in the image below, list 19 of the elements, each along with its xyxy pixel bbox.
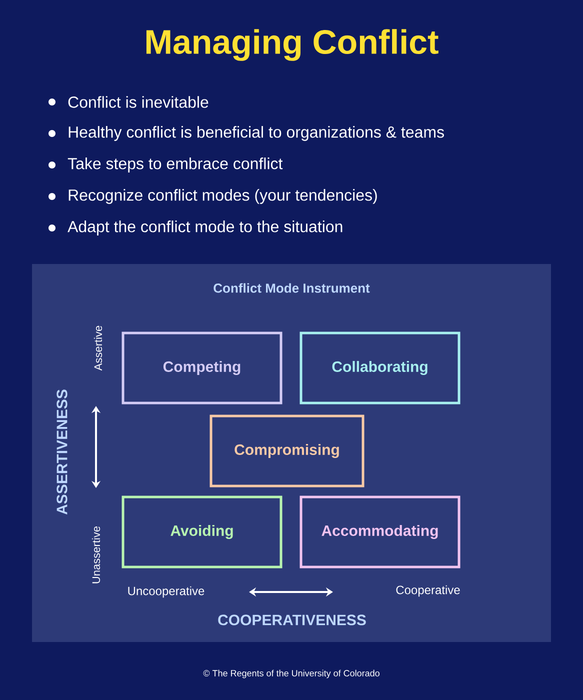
bullet-item: Take steps to embrace conflict	[48, 158, 283, 172]
mode-box: Collaborating	[300, 332, 460, 404]
bullet-item: Healthy conflict is beneficial to organizations & teams	[48, 126, 444, 141]
axis-label: Uncooperative	[128, 586, 204, 598]
mode-box: Competing	[122, 332, 282, 404]
copyright-note: © The Regents of the University of Colorado	[203, 670, 380, 678]
mode-box: Accommodating	[300, 496, 460, 568]
axis-label: Cooperative	[396, 585, 460, 597]
axis-title: COOPERATIVENESS	[218, 614, 366, 626]
mode-box: Avoiding	[122, 496, 282, 568]
axis-label: Assertive	[94, 326, 102, 371]
axis-label: Unassertive	[92, 526, 100, 584]
mode-box: Compromising	[210, 414, 364, 488]
bullet-item: Recognize conflict modes (your tendencies)	[48, 189, 377, 204]
panel-title: Conflict Mode Instrument	[214, 283, 370, 293]
axis-title: ASSERTIVENESS	[56, 390, 68, 515]
title: Managing Conflict	[146, 29, 438, 61]
bullet-item: Adapt the conflict mode to the situation	[48, 220, 342, 236]
bullet-item: Conflict is inevitable	[48, 96, 208, 108]
